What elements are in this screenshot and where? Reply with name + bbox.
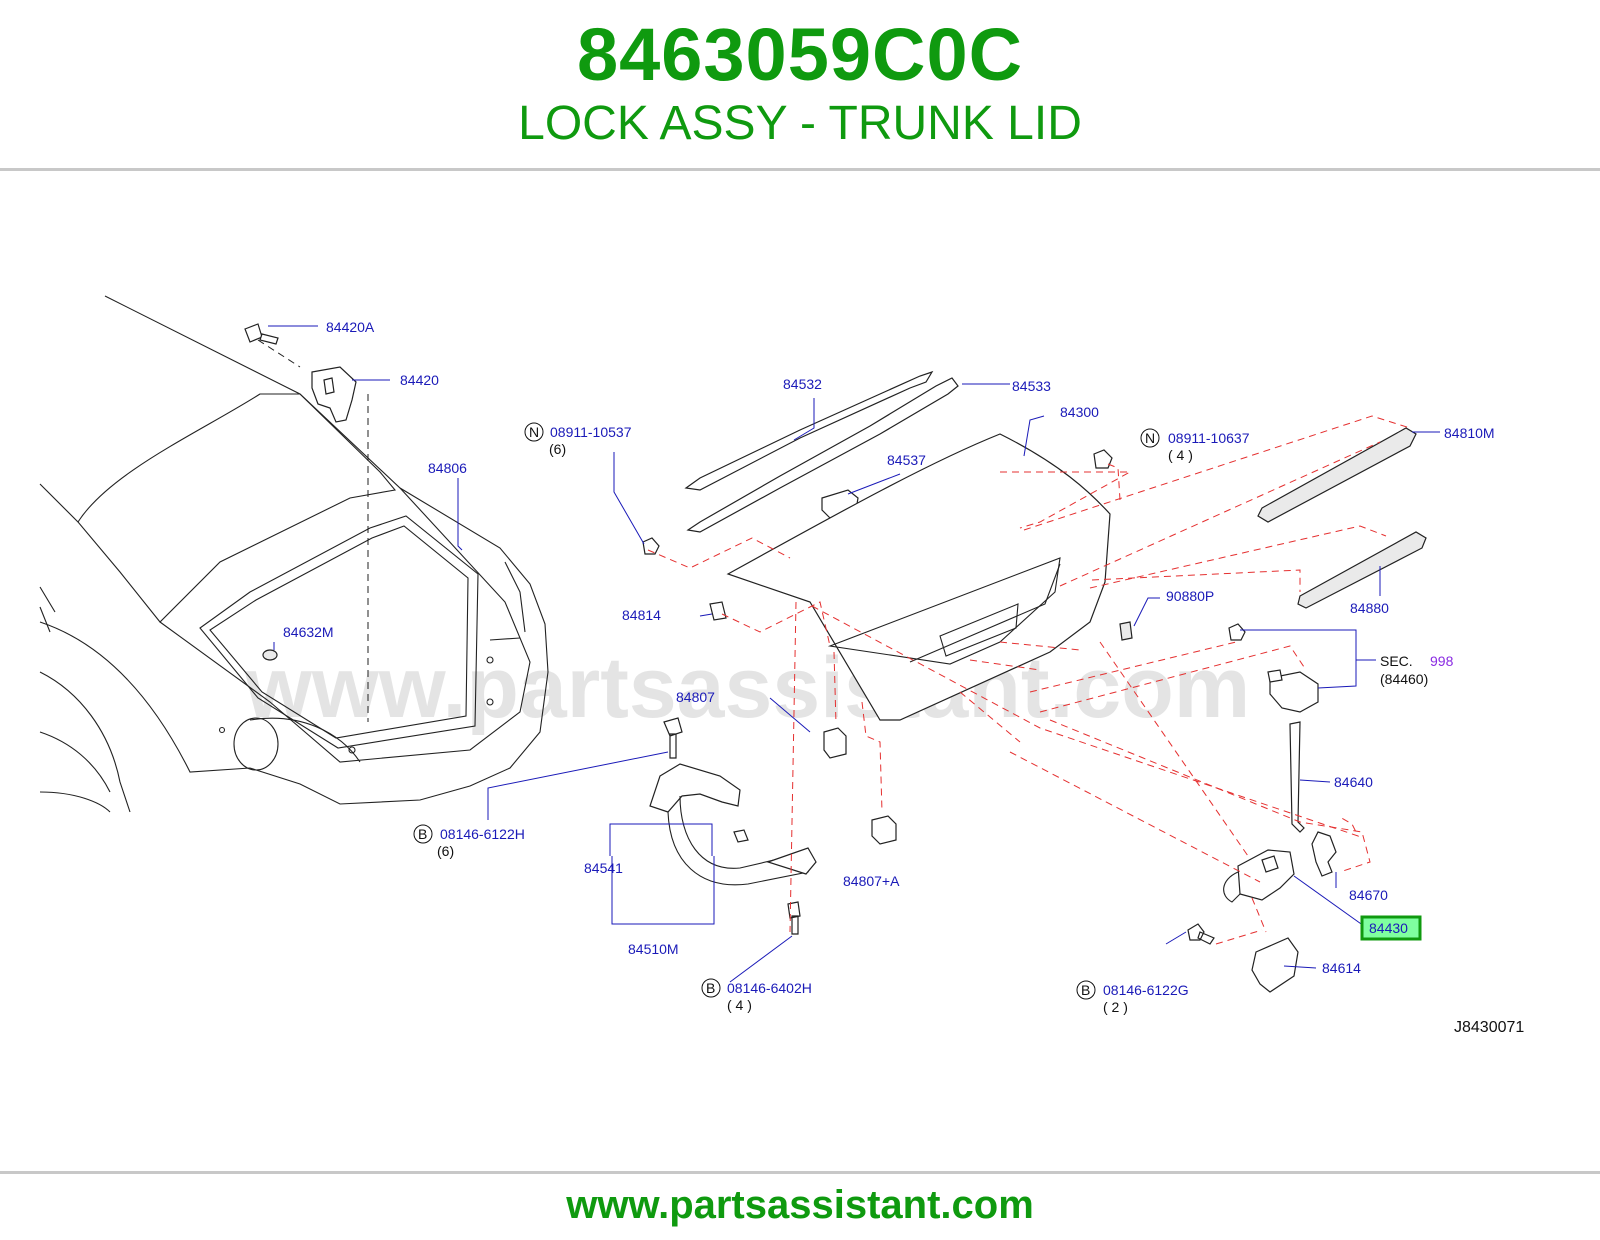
fastener-b1-code[interactable]: 08146-6122H bbox=[440, 826, 525, 842]
label-84670[interactable]: 84670 bbox=[1349, 887, 1388, 903]
bolt-08146-6122H bbox=[663, 717, 683, 759]
section-ref: (84460) bbox=[1380, 671, 1428, 687]
fastener-b2-badge bbox=[701, 978, 721, 998]
fastener-b1-qty: (6) bbox=[437, 843, 454, 859]
label-84807[interactable]: 84807 bbox=[676, 689, 715, 705]
label-84814[interactable]: 84814 bbox=[622, 607, 661, 623]
bumper-84807A bbox=[871, 815, 897, 845]
bolt-08146-6122G bbox=[1187, 923, 1215, 945]
nut-08911-10637 bbox=[1093, 449, 1113, 469]
callout-lines bbox=[268, 325, 1440, 983]
fastener-n2-badge bbox=[1140, 428, 1160, 448]
fastener-b2-qty: ( 4 ) bbox=[727, 997, 752, 1013]
trunk-hinge-84510M bbox=[649, 763, 817, 886]
label-84541[interactable]: 84541 bbox=[584, 860, 623, 876]
fastener-b3-prefix: B bbox=[1081, 982, 1090, 998]
trunk-lid-lock-84430 bbox=[1223, 849, 1295, 903]
label-84300[interactable]: 84300 bbox=[1060, 404, 1099, 420]
fastener-b3-badge bbox=[1076, 980, 1096, 1000]
label-84420[interactable]: 84420 bbox=[400, 372, 439, 388]
bumper-84814 bbox=[709, 601, 727, 621]
plug-84632M bbox=[262, 649, 278, 661]
label-84510M[interactable]: 84510M bbox=[628, 941, 679, 957]
label-84807A[interactable]: 84807+A bbox=[843, 873, 900, 889]
key-cylinder-84460 bbox=[1228, 623, 1319, 713]
part-number-title: 8463059C0C bbox=[576, 13, 1024, 96]
fastener-b3-code[interactable]: 08146-6122G bbox=[1103, 982, 1189, 998]
footer-url-link[interactable]: www.partsassistant.com bbox=[566, 1183, 1034, 1227]
label-84640[interactable]: 84640 bbox=[1334, 774, 1373, 790]
nut-08911-10537 bbox=[642, 537, 660, 555]
label-84880[interactable]: 84880 bbox=[1350, 600, 1389, 616]
part-name-subtitle: LOCK ASSY - TRUNK LID bbox=[518, 97, 1082, 150]
parts-diagram: www.partsassistant.com bbox=[39, 295, 1524, 1036]
fastener-n1-prefix: N bbox=[529, 424, 539, 440]
highlight-box-84430 bbox=[1360, 915, 1422, 941]
label-90880P bbox=[1119, 621, 1133, 641]
hinge-mount-dashed-line bbox=[257, 339, 369, 722]
clip-84670 bbox=[1311, 831, 1337, 877]
label-84810M[interactable]: 84810M bbox=[1444, 425, 1495, 441]
section-label: SEC. bbox=[1380, 653, 1413, 669]
fastener-n1-qty: (6) bbox=[549, 441, 566, 457]
figure-code: J8430071 bbox=[1454, 1019, 1524, 1036]
trunk-lid-84300 bbox=[726, 433, 1111, 721]
top-divider bbox=[0, 168, 1600, 171]
label-84537[interactable]: 84537 bbox=[887, 452, 926, 468]
label-84533[interactable]: 84533 bbox=[1012, 378, 1051, 394]
bumper-84807 bbox=[823, 727, 847, 759]
label-90880P[interactable]: 90880P bbox=[1166, 588, 1214, 604]
label-84430[interactable]: 84430 bbox=[1369, 920, 1408, 936]
label-84420A[interactable]: 84420A bbox=[326, 319, 375, 335]
fastener-n2-qty: ( 4 ) bbox=[1168, 447, 1193, 463]
section-number[interactable]: 998 bbox=[1430, 653, 1454, 669]
fastener-n1-badge bbox=[524, 422, 544, 442]
fastener-b1-badge bbox=[413, 824, 433, 844]
fastener-b2-prefix: B bbox=[706, 980, 715, 996]
finisher-84810M bbox=[1257, 427, 1417, 523]
fastener-b3-qty: ( 2 ) bbox=[1103, 999, 1128, 1015]
trunk-hinge-84420 bbox=[244, 323, 357, 423]
label-84632M[interactable]: 84632M bbox=[283, 624, 334, 640]
striker-84614 bbox=[1251, 937, 1299, 993]
car-body-outline bbox=[39, 295, 549, 813]
bottom-divider bbox=[0, 1171, 1600, 1174]
bolt-08146-6402H bbox=[787, 901, 801, 935]
label-84532[interactable]: 84532 bbox=[783, 376, 822, 392]
fastener-b1-prefix: B bbox=[418, 826, 427, 842]
label-84806[interactable]: 84806 bbox=[428, 460, 467, 476]
fastener-b2-code[interactable]: 08146-6402H bbox=[727, 980, 812, 996]
assembly-dashed-lines bbox=[647, 415, 1411, 945]
fastener-n1-code[interactable]: 08911-10537 bbox=[550, 424, 632, 440]
finisher-84880 bbox=[1297, 531, 1427, 609]
rod-84640 bbox=[1289, 721, 1305, 833]
page-header: 8463059C0C LOCK ASSY - TRUNK LID bbox=[0, 0, 1600, 170]
label-84614[interactable]: 84614 bbox=[1322, 960, 1361, 976]
fastener-n2-prefix: N bbox=[1145, 430, 1155, 446]
watermark-text: www.partsassistant.com bbox=[244, 640, 1250, 736]
fastener-n2-code[interactable]: 08911-10637 bbox=[1168, 430, 1250, 446]
